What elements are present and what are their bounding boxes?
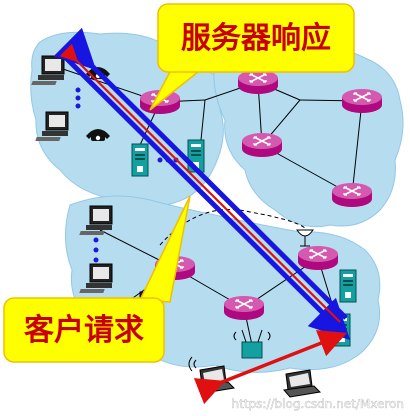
server-response-arrow [59,43,341,323]
server-response-label: 服务器响应 [181,21,331,56]
router-icon [297,245,339,271]
router-icon [223,295,265,321]
router-icon [237,69,279,95]
router-icon [341,88,383,114]
server-icon [339,269,357,303]
satellite-dish-icon [296,229,314,247]
server-response-callout: 服务器响应 [149,3,355,111]
server-icon [131,143,149,177]
laptop-icon [283,369,321,398]
client-request-label: 客户请求 [24,313,144,348]
client-request-arrow [53,27,351,341]
router-icon [241,132,283,158]
router-icon [331,182,373,208]
wireless-response-arrow [193,330,348,405]
watermark-text: https://blog.csdn.net/Mxeron [232,397,404,411]
client-request-callout: 客户请求 [3,195,191,363]
